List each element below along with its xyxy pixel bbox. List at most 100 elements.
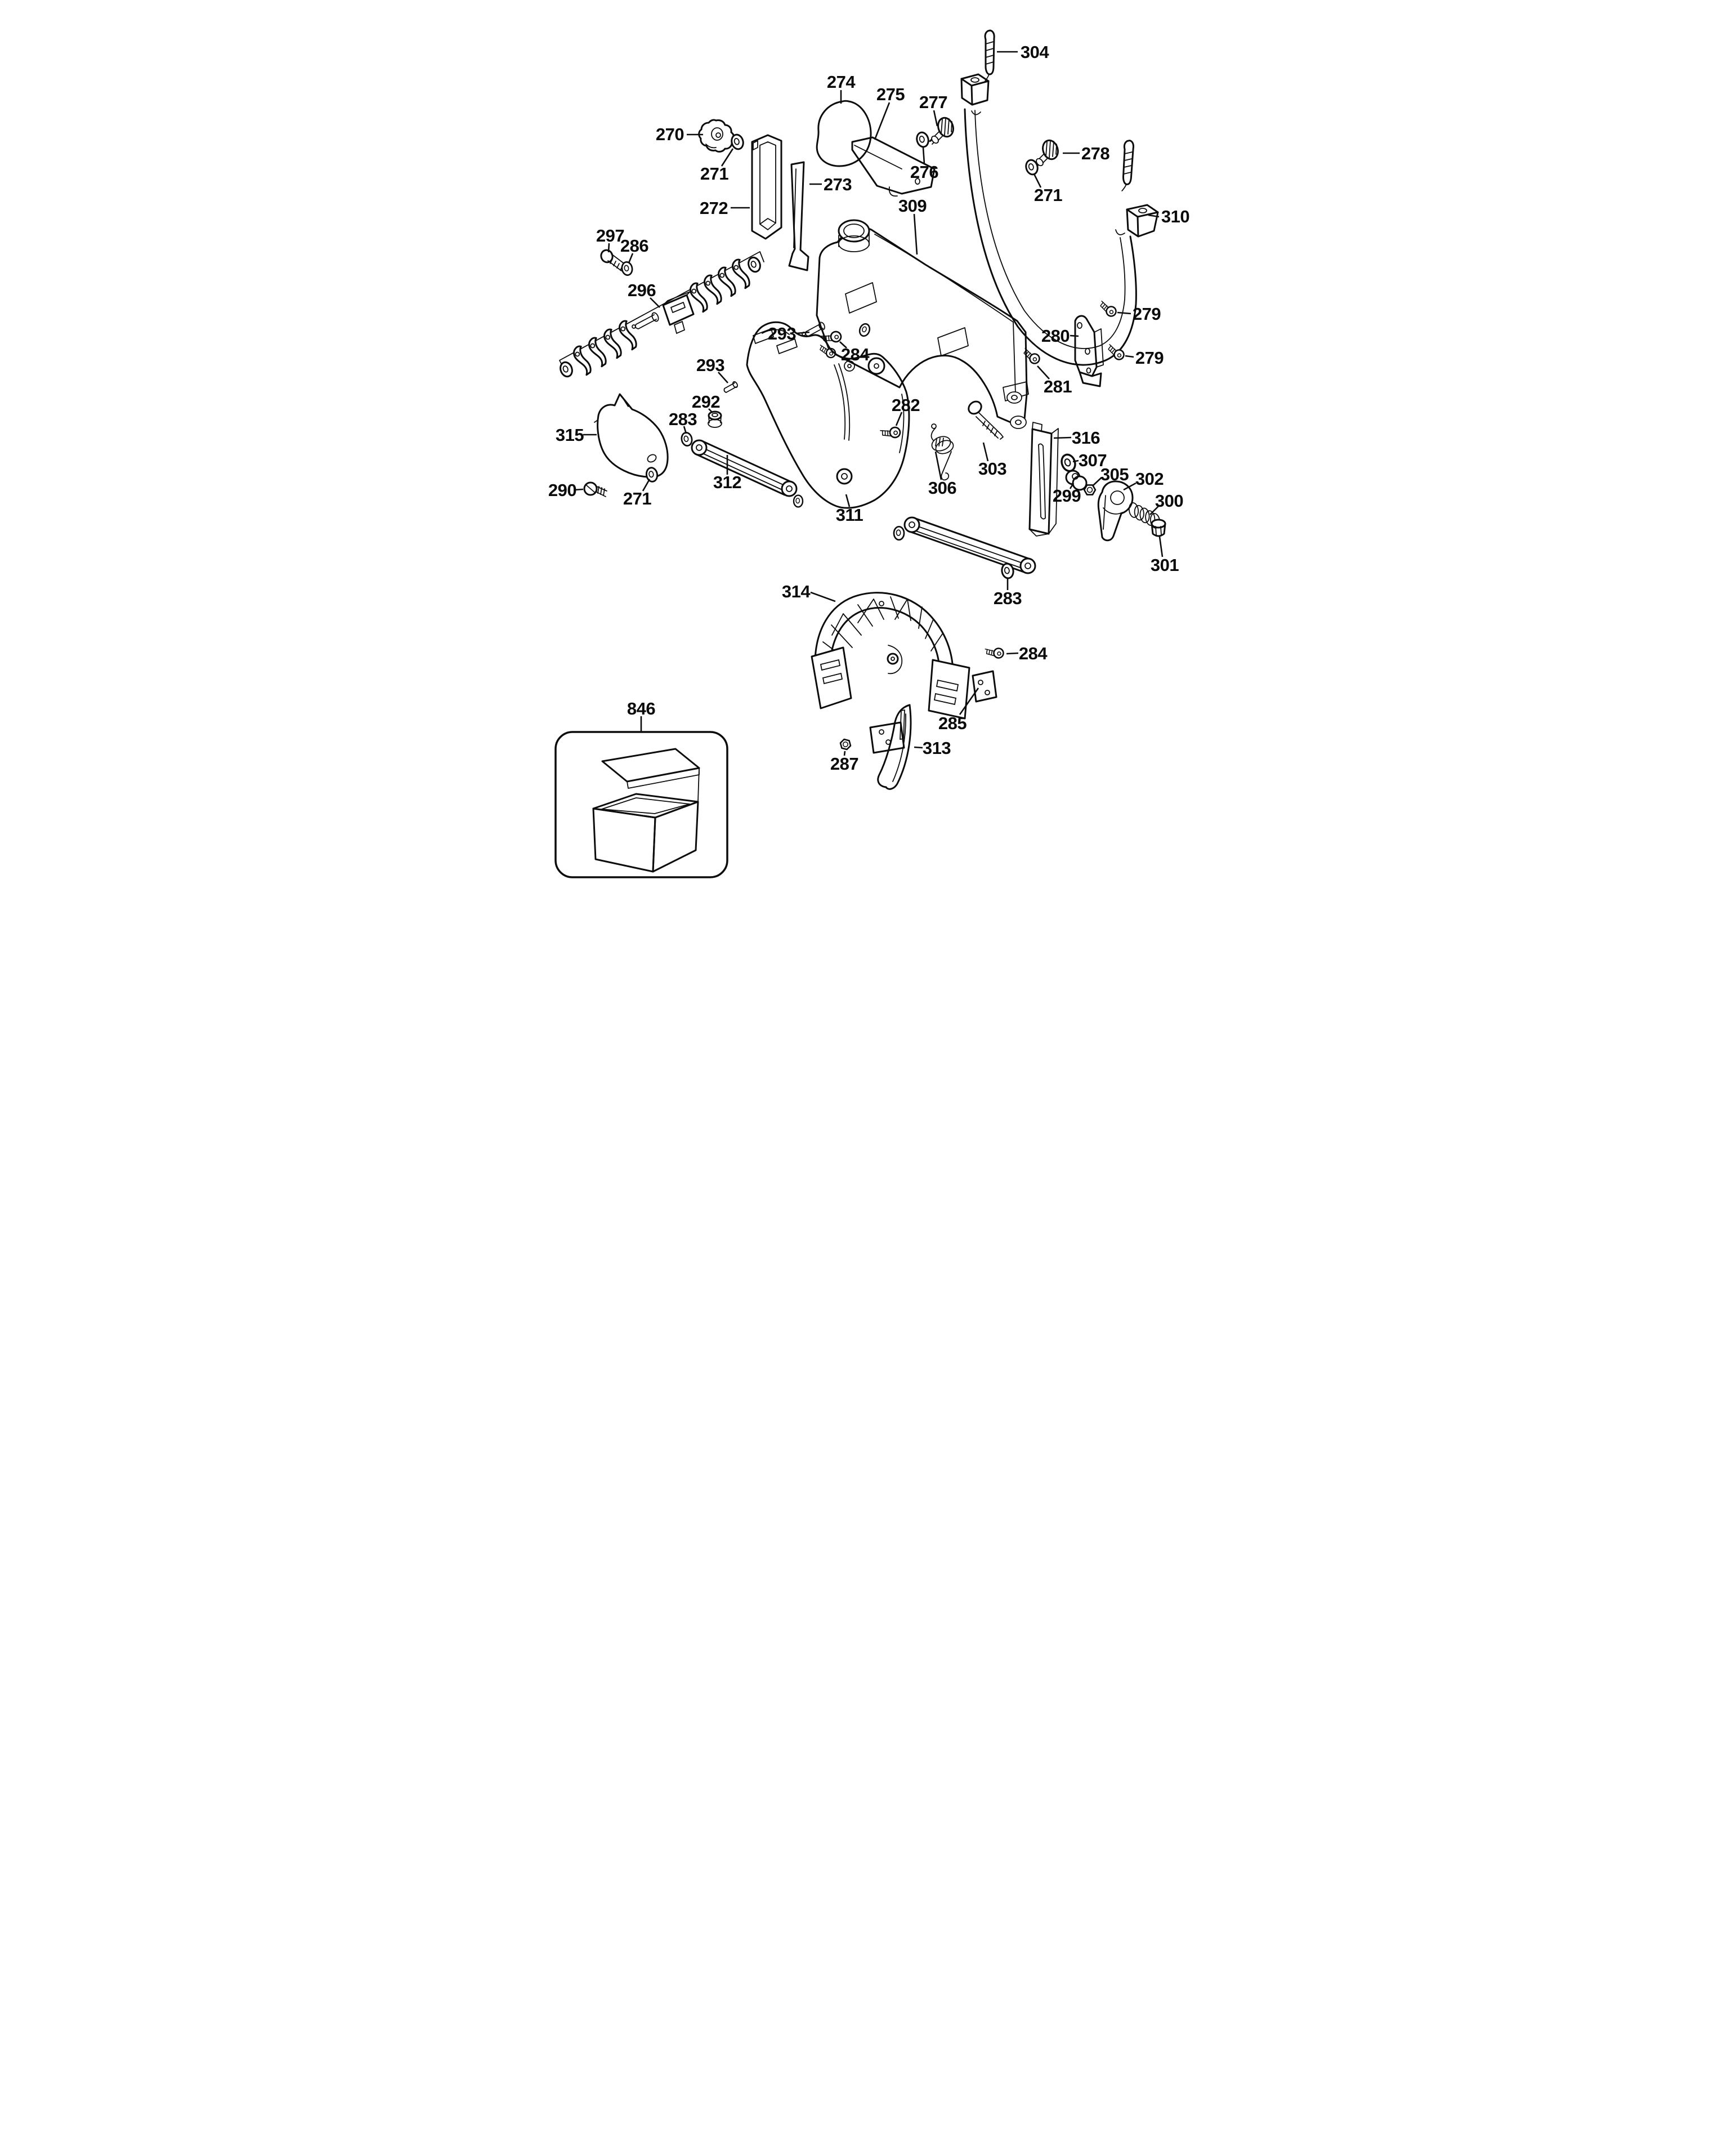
leader-line-271-10 (1033, 173, 1042, 188)
part-277-thumbscrew (928, 115, 957, 146)
leader-line-279-18 (1125, 355, 1134, 358)
leader-line-314-40 (810, 591, 836, 602)
part-label-303-carriage-bolt: 303 (978, 459, 1006, 479)
part-label-274-baffle: 274 (827, 72, 856, 92)
part-299-spacer (1065, 470, 1088, 491)
part-label-283-washer: 283 (994, 588, 1022, 608)
part-label-314-guard-yoke: 314 (782, 582, 811, 601)
leader-line-309-12 (913, 213, 918, 255)
part-846-dust-box (554, 731, 728, 878)
part-label-293-spring-pin: 293 (768, 324, 796, 343)
part-label-304-screw: 304 (1021, 42, 1049, 62)
part-312-link-arm (691, 439, 798, 497)
part-276-washer (914, 130, 931, 149)
leader-line-284-21 (839, 341, 847, 349)
part-label-278-thumbscrew: 278 (1081, 144, 1109, 163)
part-label-277-thumbscrew: 277 (919, 92, 947, 112)
part-274-baffle (816, 100, 872, 167)
pawl-pivot-pin (632, 312, 659, 329)
part-304-screw-right (1121, 139, 1135, 193)
part-label-299-spacer-bushing: 299 (1053, 486, 1081, 506)
part-label-296-anti-kickback-pawl-assembly: 296 (628, 280, 656, 300)
part-284-screw-lower (985, 646, 1005, 660)
leader-line-299-33 (1069, 483, 1075, 489)
part-296-pawl-assembly (557, 251, 764, 380)
leader-line-310-11 (1148, 214, 1160, 218)
part-label-276-washer: 276 (910, 162, 938, 182)
leader-line-301-39 (1158, 536, 1164, 557)
pawl-washer-right (745, 255, 763, 275)
part-285-clamp-plate-a (972, 670, 997, 703)
leader-line-293-20 (796, 331, 810, 334)
part-label-292-grommet: 292 (692, 392, 720, 412)
leader-line-311-38 (845, 494, 851, 507)
leader-line-276-4 (922, 147, 925, 164)
part-275-bracket-plate (851, 136, 936, 197)
leader-line-275-2 (874, 102, 891, 140)
part-287-nut (838, 738, 853, 751)
part-label-280-bracket: 280 (1041, 326, 1070, 346)
leader-line-290-35 (574, 488, 584, 491)
part-314-guard-yoke (811, 592, 970, 720)
part-label-309-upper-blade-guard: 309 (898, 196, 927, 216)
part-label-311-lower-blade-guard: 311 (836, 505, 863, 525)
leader-line-303-28 (982, 442, 989, 462)
leader-line-313-45 (914, 746, 923, 749)
part-label-297-screw: 297 (596, 226, 624, 245)
leader-line-302-32 (1123, 482, 1137, 491)
leader-line-281-19 (1037, 365, 1050, 380)
part-280-bracket (1074, 315, 1104, 387)
leader-line-286-14 (628, 253, 634, 264)
part-282-screw (879, 425, 902, 442)
part-271-washer-bottom (645, 466, 659, 484)
part-label-279-screw: 279 (1133, 304, 1161, 324)
part-label-282-screw: 282 (892, 395, 920, 415)
part-301-nut (1151, 519, 1166, 537)
part-312-link-arm-lower (903, 516, 1036, 574)
leader-line-306-27 (934, 451, 942, 480)
part-label-315-cam-plate: 315 (556, 425, 584, 445)
part-label-271-washer: 271 (1034, 185, 1062, 205)
part-label-312-link-arm: 312 (713, 472, 741, 492)
part-306-tension-spring (930, 423, 954, 481)
part-label-275-bracket-plate: 275 (876, 84, 905, 104)
part-label-846-dust-box: 846 (627, 699, 655, 718)
leader-line-279-16 (1117, 311, 1131, 315)
part-285-clamp-plate-b (869, 721, 905, 754)
leader-line-305-31 (1093, 477, 1102, 486)
part-label-273-wear-strip: 273 (824, 175, 852, 194)
part-label-286-washer: 286 (620, 236, 648, 256)
part-290-screw (583, 481, 607, 497)
part-270-star-knob (698, 119, 735, 153)
exploded-diagram-canvas: 3042742752772762702712722732782713103092… (508, 0, 1228, 890)
leader-line-285-44 (959, 687, 979, 715)
part-313-riving-knife (877, 704, 912, 790)
part-label-284-screw: 284 (1019, 644, 1048, 663)
leader-line-296-15 (650, 297, 660, 308)
part-label-287-nut: 287 (830, 754, 858, 774)
part-305-nut (1083, 484, 1097, 495)
part-283-washer-left (679, 431, 694, 448)
part-293-spring-pin-lower (723, 381, 738, 393)
part-label-306-tension-spring: 306 (928, 478, 956, 498)
part-278-thumbscrew (1033, 137, 1062, 168)
washer-link-arm (793, 494, 804, 508)
part-label-290-screw: 290 (548, 480, 576, 500)
leader-line-284-42 (1006, 652, 1019, 655)
part-281-screw (1020, 347, 1042, 366)
part-label-307-washer: 307 (1079, 450, 1107, 470)
part-label-302-lock-lever: 302 (1135, 469, 1164, 489)
part-307-washer (1058, 452, 1079, 474)
part-label-313-riving-knife: 313 (923, 738, 951, 758)
pawl-bracket (662, 291, 695, 334)
part-label-271-washer: 271 (700, 164, 728, 184)
part-310-guard-hanger (960, 73, 1159, 366)
part-label-310-guard-hanger: 310 (1161, 207, 1189, 226)
leader-line-307-30 (1072, 459, 1079, 463)
part-label-305-nut: 305 (1100, 465, 1129, 484)
part-label-281-screw: 281 (1044, 377, 1072, 396)
part-label-283-washer: 283 (669, 409, 697, 429)
part-label-301-nut: 301 (1151, 555, 1179, 575)
